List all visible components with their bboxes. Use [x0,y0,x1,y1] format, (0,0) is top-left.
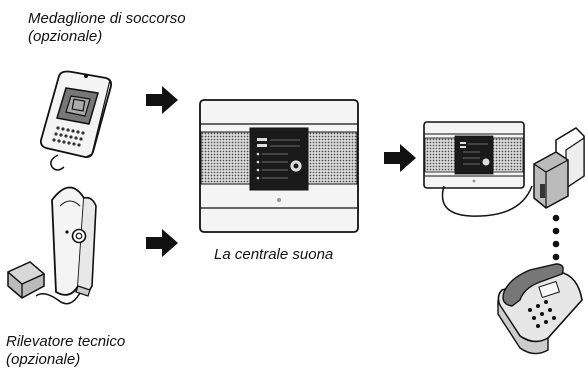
arrow-right-icon [146,229,178,257]
technical-detector-label-line2: (opzionale) [6,351,81,368]
central-unit-caption: La centrale suona [214,246,334,263]
panic-button-label-line1: Medaglione di soccorso [28,10,186,27]
panic-button-label: Medaglione di soccorso (opzionale) [28,10,186,46]
panic-button-label-line2: (opzionale) [28,28,103,45]
central-unit-icon [199,99,359,233]
telephone-socket-icon [533,127,585,209]
arrow-right-icon [146,86,178,114]
technical-detector-label-line1: Rilevatore tecnico [6,333,126,350]
central-unit-icon [423,121,533,217]
panic-button-pendant-icon [39,70,113,171]
telephone-icon [497,263,583,355]
technical-detector-icon [6,186,97,305]
technical-detector-label: Rilevatore tecnico (opzionale) [6,333,125,369]
arrow-right-icon [384,144,416,172]
